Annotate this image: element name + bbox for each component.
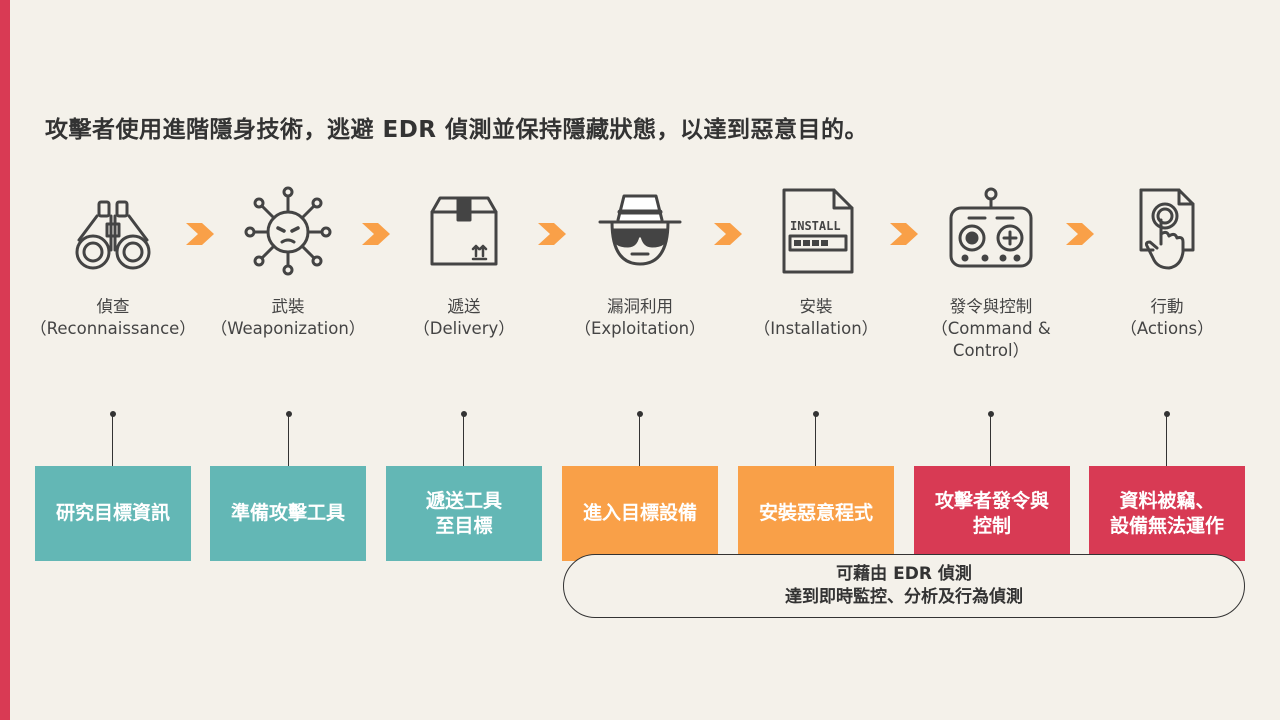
connector-dot [110,411,116,417]
accent-bar [0,0,10,720]
stage-box-text-line2: 至目標 [435,514,493,537]
stage-box-installation: 安裝惡意程式 [738,466,894,561]
connector-line [815,414,816,466]
edr-detection-line2: 達到即時監控、分析及行為偵測 [785,587,1023,607]
page-title: 攻擊者使用進階隱身技術，逃避 EDR 偵測並保持隱藏狀態，以達到惡意目的。 [45,117,869,143]
stage-box-actions: 資料被竊、 設備無法運作 [1089,466,1245,561]
svg-text:INSTALL: INSTALL [790,219,841,233]
edr-detection-note: 可藉由 EDR 偵測 達到即時監控、分析及行為偵測 [563,554,1245,618]
stage-box-delivery: 遞送工具 至目標 [386,466,542,561]
stage-delivery: 遞送 （Delivery） [376,180,552,380]
stage-box-text-line1: 遞送工具 [425,489,502,512]
connector-line [463,414,464,466]
stage-command-control: 發令與控制 （Command & Control） [903,180,1079,380]
connector-dot [637,411,643,417]
stage-name: 行動 [1150,297,1184,316]
connector-dot [286,411,292,417]
connector-line [639,414,640,466]
stage-reconnaissance: 偵查 （Reconnaissance） [25,180,201,380]
stage-box-text: 進入目標設備 [582,502,697,524]
stage-box-reconnaissance: 研究目標資訊 [35,466,191,561]
stage-name: 發令與控制 [949,297,1033,316]
chevron-right-icon [890,223,918,245]
stage-installation: INSTALL 安裝 （Installation） [728,180,904,380]
touch-document-icon [1117,180,1217,280]
connector-line [112,414,113,466]
stage-box-text-line1: 攻擊者發令與 [934,489,1049,512]
connector-dot [461,411,467,417]
stage-english-name: （Weaponization） [210,319,366,338]
stage-box-text: 研究目標資訊 [55,502,170,524]
stage-box-weaponization: 準備攻擊工具 [210,466,366,561]
stage-box-text-line2: 控制 [972,514,1011,537]
stage-english-name: （Installation） [753,319,879,338]
connector-line [288,414,289,466]
connector-line [1166,414,1167,466]
stage-box-command-control: 攻擊者發令與 控制 [914,466,1070,561]
stage-exploitation: 漏洞利用 （Exploitation） [552,180,728,380]
stage-name: 遞送 [447,297,481,316]
stage-english-name: （Reconnaissance） [30,319,196,338]
stage-english-name: （Actions） [1120,319,1214,338]
spy-icon [590,180,690,280]
stage-box-text: 準備攻擊工具 [230,502,345,524]
stage-box-text-line1: 資料被竊、 [1119,489,1215,512]
stage-box-text-line2: 設備無法運作 [1109,514,1224,537]
connector-dot [1164,411,1170,417]
stage-english-name-line2: Control） [952,341,1030,360]
stage-english-name-line1: （Command & [931,319,1051,338]
chevron-right-icon [714,223,742,245]
virus-icon [238,180,338,280]
stage-box-text: 安裝惡意程式 [758,502,873,524]
stage-actions: 行動 （Actions） [1079,180,1255,380]
chevron-right-icon [538,223,566,245]
chevron-right-icon [362,223,390,245]
controller-icon [941,180,1041,280]
connector-dot [988,411,994,417]
stage-name: 安裝 [799,297,833,316]
stage-english-name: （Delivery） [413,319,515,338]
package-icon [414,180,514,280]
stage-name: 武裝 [271,297,305,316]
binoculars-icon [63,180,163,280]
stage-name: 漏洞利用 [607,297,673,316]
install-icon: INSTALL [766,180,866,280]
stage-name: 偵查 [96,297,130,316]
stage-box-exploitation: 進入目標設備 [562,466,718,561]
stage-english-name: （Exploitation） [574,319,706,338]
connector-dot [813,411,819,417]
stage-weaponization: 武裝 （Weaponization） [200,180,376,380]
chevron-right-icon [1066,223,1094,245]
edr-detection-line1: 可藉由 EDR 偵測 [836,564,972,584]
connector-line [990,414,991,466]
chevron-right-icon [186,223,214,245]
